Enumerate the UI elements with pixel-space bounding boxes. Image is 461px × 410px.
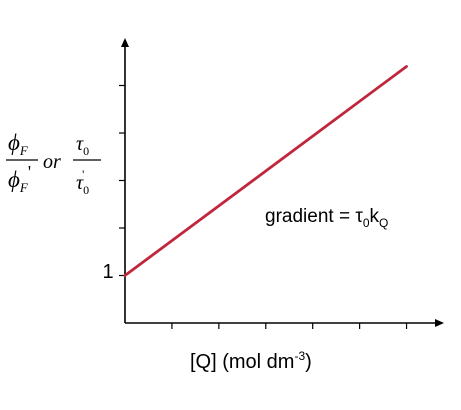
ylabel-phi-den: ϕF' [8, 162, 31, 195]
gradient-annotation: gradient = τ0kQ [265, 206, 388, 230]
x-ticks [171, 323, 408, 329]
x-axis-label: [Q] (mol dm-3) [190, 349, 312, 373]
y-ticks [119, 84, 125, 277]
annotation-sub-0: 0 [363, 216, 370, 230]
annotation-sub-q: Q [379, 216, 388, 230]
ylabel-tau-num: τ0 [76, 133, 89, 158]
annotation-prefix: gradient = τ [265, 206, 363, 227]
ylabel-tau-den: τ0' [76, 167, 89, 197]
ylabel-phi-num: ϕF [8, 130, 29, 158]
y-tick-label-1: 1 [102, 261, 113, 283]
ylabel-or: or [43, 151, 61, 173]
annotation-k: k [370, 206, 380, 227]
series-line [123, 65, 408, 277]
y-axis-label: ϕF ϕF' or τ0 τ0' [6, 130, 101, 197]
